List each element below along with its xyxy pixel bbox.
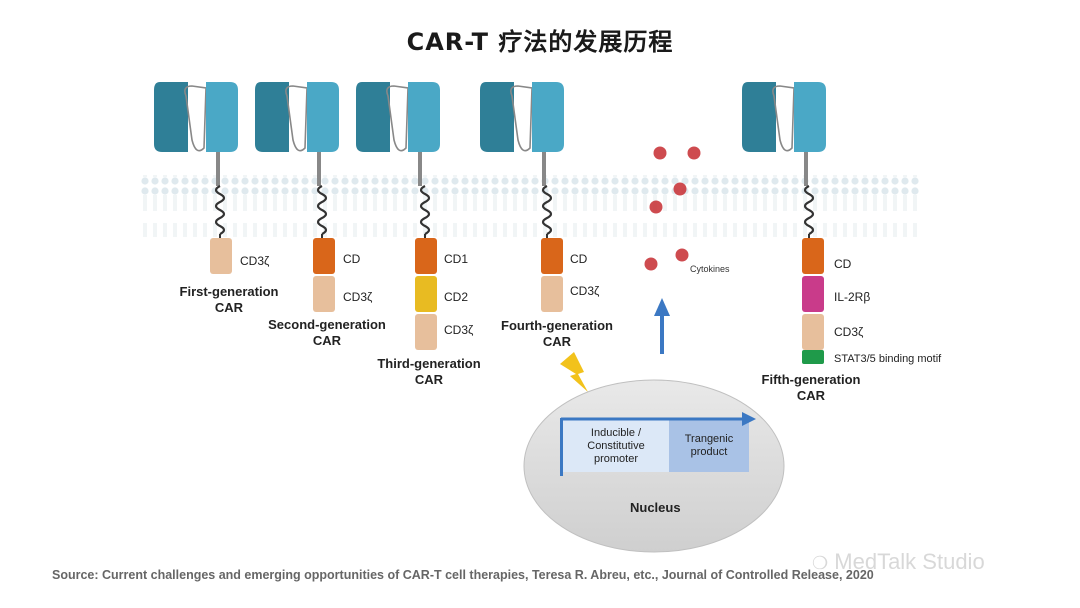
cd3z-domain xyxy=(541,276,563,312)
nucleus-label: Nucleus xyxy=(630,500,681,515)
gen3-cd1-label: CD1 xyxy=(444,252,469,266)
cd-domain xyxy=(541,238,563,274)
source-citation: Source: Current challenges and emerging … xyxy=(52,568,874,582)
gen4-cd-label: CD xyxy=(570,252,588,266)
third-generation-car xyxy=(355,81,441,350)
gen1-title: First-generation CAR xyxy=(170,284,288,316)
nucleus xyxy=(523,379,785,553)
gen5-il2rb-label: IL-2Rβ xyxy=(834,290,871,304)
gen3-cd2-label: CD2 xyxy=(444,290,469,304)
cytokines-label: Cytokines xyxy=(690,264,730,274)
cytokine-dots xyxy=(644,146,701,271)
gen2-title-line1: Second-generation xyxy=(268,317,386,332)
gen5-title-line1: Fifth-generation xyxy=(761,372,861,387)
watermark-text: MedTalk Studio xyxy=(834,549,985,574)
gen1-title-line1: First-generation xyxy=(179,284,279,299)
cd1-domain xyxy=(415,238,437,274)
chat-bubble-icon: ❍ xyxy=(812,553,829,573)
gen2-title-line2: CAR xyxy=(312,333,342,348)
promoter-box xyxy=(563,420,669,472)
gen2-cd3z-label: CD3ζ xyxy=(343,290,373,304)
cd-domain xyxy=(313,238,335,274)
secretion-arrow xyxy=(654,298,670,354)
cd3z-domain xyxy=(210,238,232,274)
gen5-title-line2: CAR xyxy=(796,388,826,403)
lightning-icon xyxy=(560,352,588,392)
stat-binding-motif xyxy=(802,350,824,364)
fifth-generation-car xyxy=(741,81,827,364)
gen3-cd3z-label: CD3ζ xyxy=(444,323,474,337)
cd3z-domain xyxy=(802,314,824,350)
product-label: Trangenic product xyxy=(684,433,734,458)
product-box xyxy=(669,420,749,472)
gen2-title: Second-generation CAR xyxy=(260,317,394,349)
cd3z-domain xyxy=(415,314,437,350)
gen3-title-line1: Third-generation xyxy=(377,356,481,371)
gen4-title-line2: CAR xyxy=(542,334,572,349)
gen1-cd3z-label: CD3ζ xyxy=(240,254,270,268)
watermark: ❍ MedTalk Studio xyxy=(812,549,985,575)
second-generation-car xyxy=(254,81,340,312)
gen4-title-line1: Fourth-generation xyxy=(501,318,613,333)
gen1-title-line2: CAR xyxy=(214,300,244,315)
cd2-domain xyxy=(415,276,437,312)
fourth-generation-car xyxy=(479,81,565,312)
first-generation-car xyxy=(153,81,239,274)
gen5-cd3z-label: CD3ζ xyxy=(834,325,864,339)
promoter-label: Inducible / Constitutive promoter xyxy=(587,427,645,465)
gen5-title: Fifth-generation CAR xyxy=(752,372,870,404)
cd-domain xyxy=(802,238,824,274)
gen3-title-line2: CAR xyxy=(414,372,444,387)
cell-membrane xyxy=(140,175,920,237)
gen2-cd-label: CD xyxy=(343,252,361,266)
gen4-cd3z-label: CD3ζ xyxy=(570,284,600,298)
gen4-title: Fourth-generation CAR xyxy=(492,318,622,350)
cd3z-domain xyxy=(313,276,335,312)
gen3-title: Third-generation CAR xyxy=(370,356,488,388)
il2rb-domain xyxy=(802,276,824,312)
gen5-cd-label: CD xyxy=(834,257,852,271)
gen5-stat-label: STAT3/5 binding motif xyxy=(834,353,942,365)
page-title: CAR-T 疗法的发展历程 xyxy=(406,28,674,56)
